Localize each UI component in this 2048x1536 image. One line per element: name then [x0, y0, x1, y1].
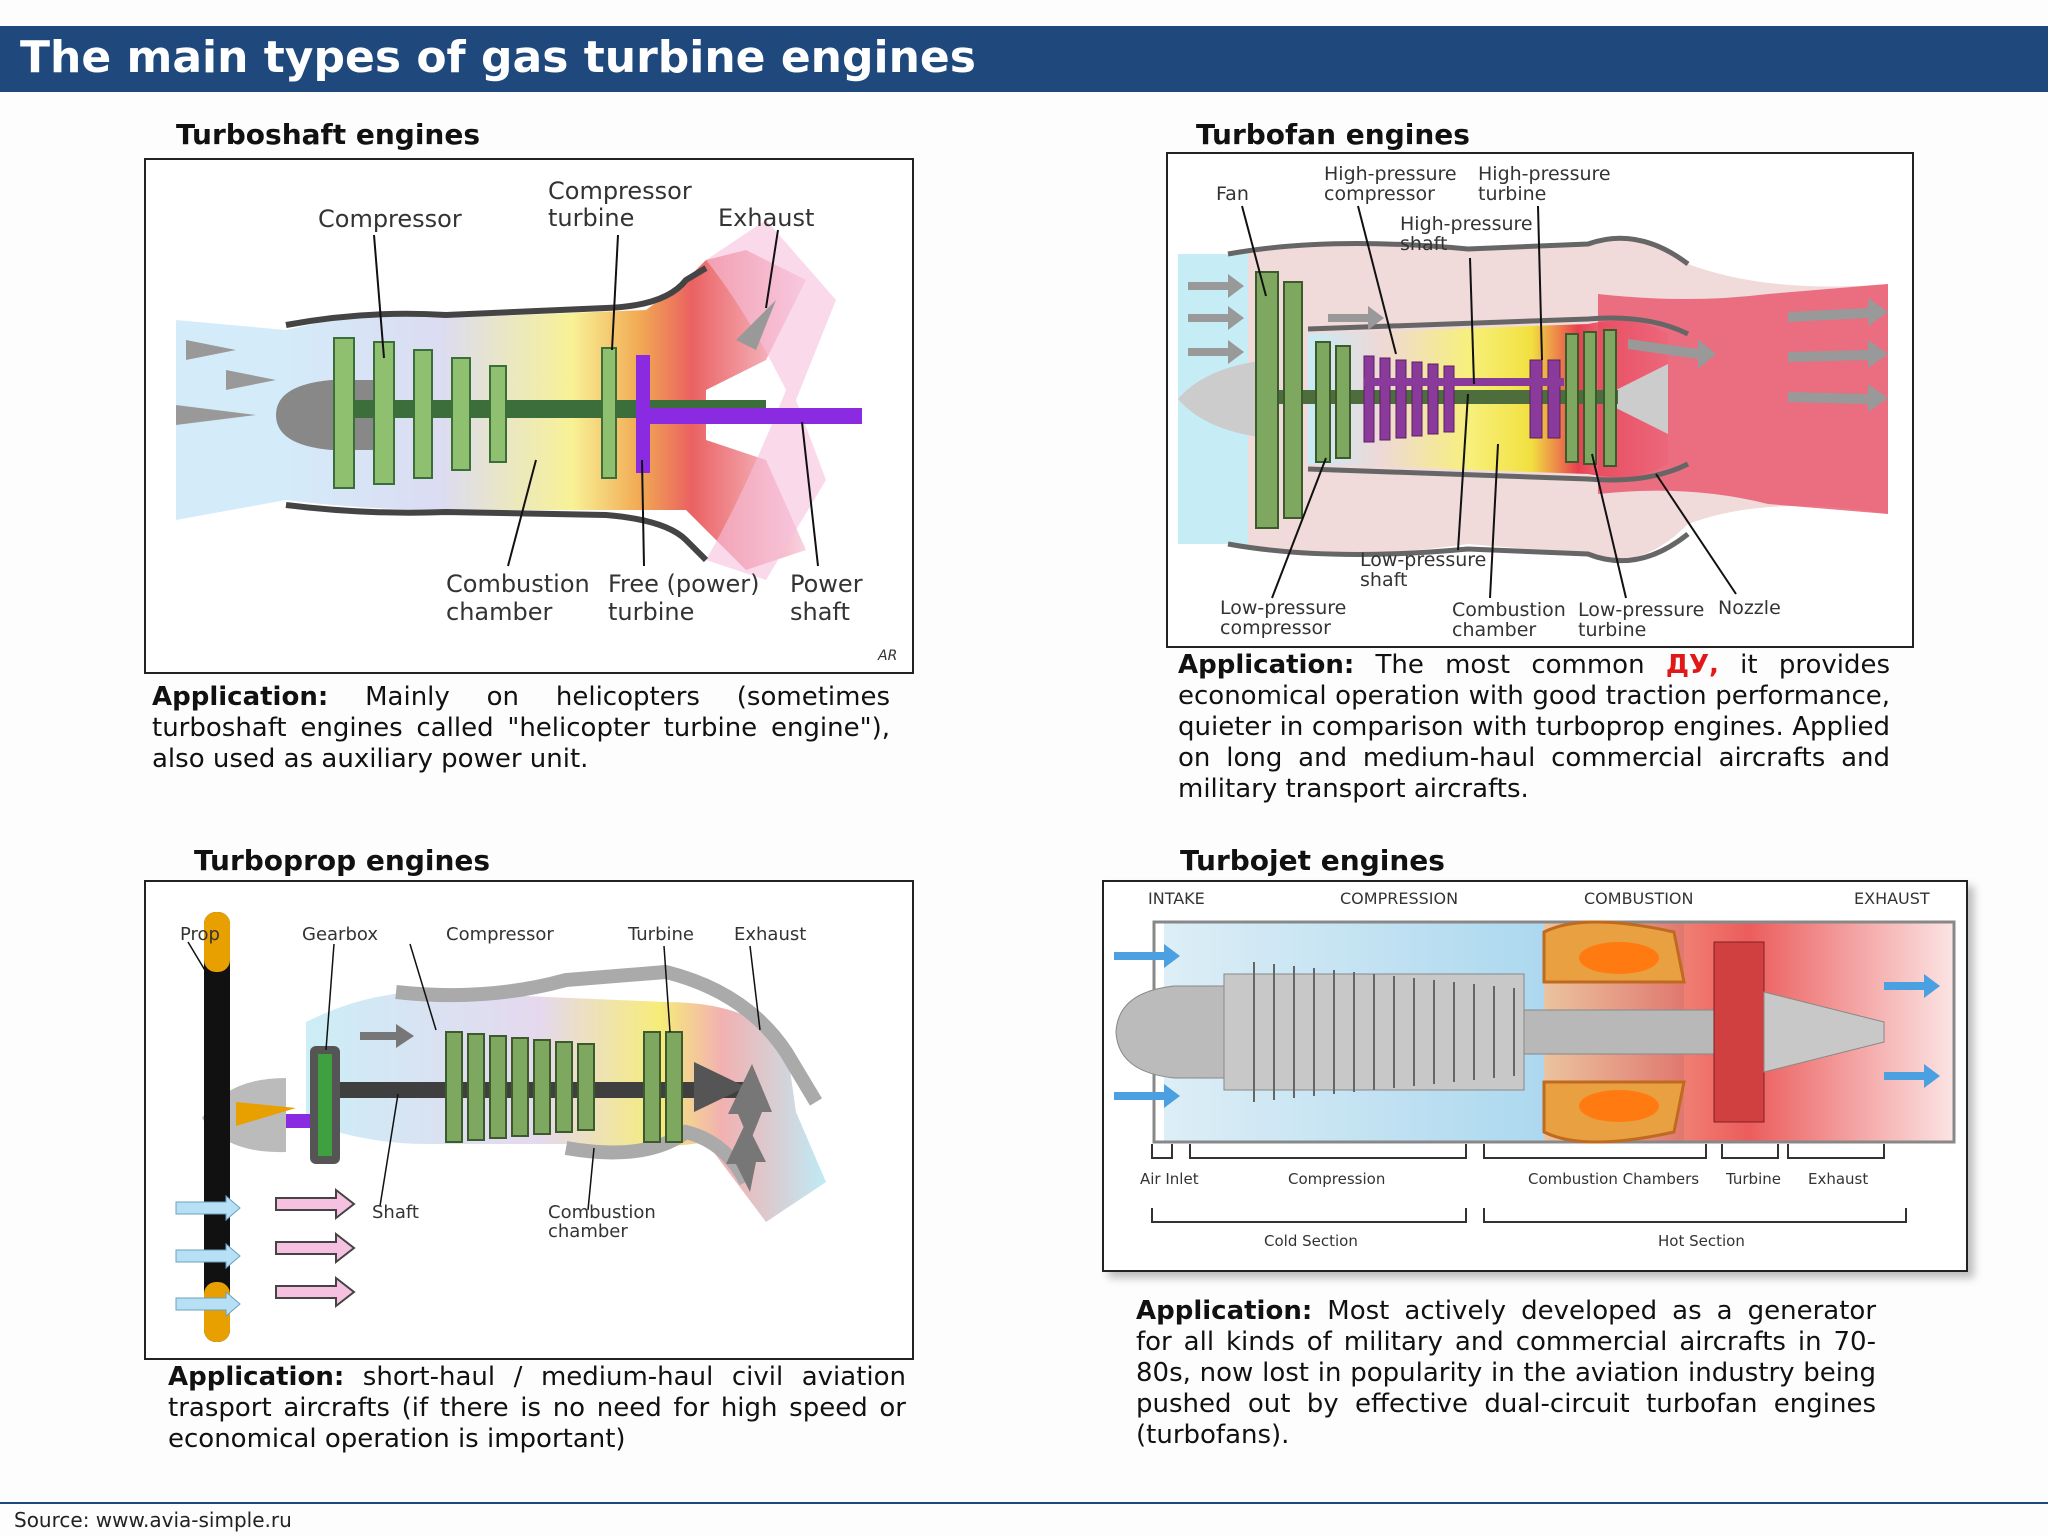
turbofan-application: Application: The most common ДУ, it prov…	[1178, 650, 1890, 805]
tj-cold-section-label: Cold Section	[1264, 1232, 1358, 1250]
turbofan-app-label: Application:	[1178, 650, 1355, 680]
tj-exhaust-sub-label: Exhaust	[1808, 1170, 1868, 1188]
turbojet-app-text: Most actively developed as a generator f…	[1136, 1296, 1877, 1450]
tj-compression-sub-label: Compression	[1288, 1170, 1385, 1188]
tp-compressor-label: Compressor	[446, 924, 554, 945]
tj-combustion-chambers-label: Combustion Chambers	[1528, 1170, 1699, 1188]
tp-cc-label-2: chamber	[548, 1221, 628, 1242]
tj-turbine-label: Turbine	[1725, 1170, 1781, 1188]
tf-hps-label-2: shaft	[1400, 233, 1447, 255]
tp-turbine-label: Turbine	[627, 924, 694, 945]
turbofan-app-text-2: it provides economical operation with go…	[1178, 650, 1891, 804]
turboprop-application: Application: short-haul / medium-haul ci…	[168, 1362, 906, 1455]
tp-shaft-label: Shaft	[372, 1202, 419, 1223]
ts-power-shaft-label-2: shaft	[790, 598, 850, 626]
tf-lpt-label-2: turbine	[1578, 619, 1646, 641]
tf-lpc-label-2: compressor	[1220, 617, 1331, 639]
ts-free-turbine-label-1: Free (power)	[608, 570, 759, 598]
tj-hot-section-label: Hot Section	[1658, 1232, 1745, 1250]
footer-divider	[0, 1502, 2048, 1504]
source-note: Source: www.avia-simple.ru	[14, 1508, 292, 1532]
tf-lps-label-1: Low-pressure	[1360, 549, 1486, 571]
tf-lps-label-2: shaft	[1360, 569, 1407, 591]
turboshaft-title: Turboshaft engines	[176, 118, 481, 151]
ts-combustion-label-2: chamber	[446, 598, 552, 626]
page-title: The main types of gas turbine engines	[20, 32, 976, 83]
turbojet-application: Application: Most actively developed as …	[1136, 1296, 1876, 1451]
turboshaft-app-label: Application:	[152, 682, 329, 712]
tf-hps-label-1: High-pressure	[1400, 213, 1533, 235]
tj-intake-label: INTAKE	[1148, 889, 1205, 908]
turboprop-app-text: short-haul / medium-haul civil aviation …	[168, 1362, 906, 1454]
tp-cc-label-1: Combustion	[548, 1202, 656, 1223]
turboprop-diagram: Prop Gearbox Compressor Turbine Exhaust …	[144, 880, 914, 1360]
tf-cc-label-2: chamber	[1452, 619, 1536, 641]
turboshaft-diagram: Compressor Compressor turbine Exhaust Co…	[144, 158, 914, 674]
tf-hpc-label-2: compressor	[1324, 183, 1435, 205]
tj-exhaust-label: EXHAUST	[1854, 889, 1930, 908]
ts-signature: AR	[877, 648, 897, 664]
tf-hpt-label-1: High-pressure	[1478, 163, 1611, 185]
title-banner: The main types of gas turbine engines	[0, 26, 2048, 92]
tp-prop-label: Prop	[180, 924, 220, 945]
ts-exhaust-label: Exhaust	[718, 204, 814, 232]
tf-cc-label-1: Combustion	[1452, 599, 1566, 621]
ts-compressor-label: Compressor	[318, 205, 462, 233]
tp-gearbox-label: Gearbox	[302, 924, 378, 945]
turboshaft-application: Application: Mainly on helicopters (some…	[152, 682, 890, 775]
turbofan-diagram: Fan High-pressure compressor High-pressu…	[1166, 152, 1914, 648]
ts-combustion-label-1: Combustion	[446, 570, 590, 598]
turbofan-app-text-1: The most common	[1375, 650, 1645, 680]
turbofan-app-highlight: ДУ,	[1665, 650, 1719, 680]
tf-nozzle-label: Nozzle	[1718, 597, 1781, 619]
ts-compressor-turbine-label-2: turbine	[548, 204, 634, 232]
turboshaft-app-text: Mainly on helicopters (sometimes turbosh…	[152, 682, 890, 774]
ts-compressor-turbine-label-1: Compressor	[548, 177, 692, 205]
tf-hpt-label-2: turbine	[1478, 183, 1546, 205]
tj-air-inlet-label: Air Inlet	[1140, 1170, 1199, 1188]
tf-fan-label: Fan	[1216, 183, 1249, 205]
tj-combustion-label: COMBUSTION	[1584, 889, 1693, 908]
turbojet-app-label: Application:	[1136, 1296, 1313, 1326]
turbojet-diagram: INTAKE COMPRESSION COMBUSTION EXHAUST Ai…	[1102, 880, 1968, 1272]
tf-lpt-label-1: Low-pressure	[1578, 599, 1704, 621]
turboprop-title: Turboprop engines	[194, 844, 491, 877]
tf-lpc-label-1: Low-pressure	[1220, 597, 1346, 619]
turboprop-app-label: Application:	[168, 1362, 345, 1392]
ts-free-turbine-label-2: turbine	[608, 598, 694, 626]
tf-hpc-label-1: High-pressure	[1324, 163, 1457, 185]
tj-compression-label: COMPRESSION	[1340, 889, 1458, 908]
ts-power-shaft-label-1: Power	[790, 570, 863, 598]
tp-exhaust-label: Exhaust	[734, 924, 806, 945]
turbojet-title: Turbojet engines	[1180, 844, 1445, 877]
turbofan-title: Turbofan engines	[1196, 118, 1470, 151]
